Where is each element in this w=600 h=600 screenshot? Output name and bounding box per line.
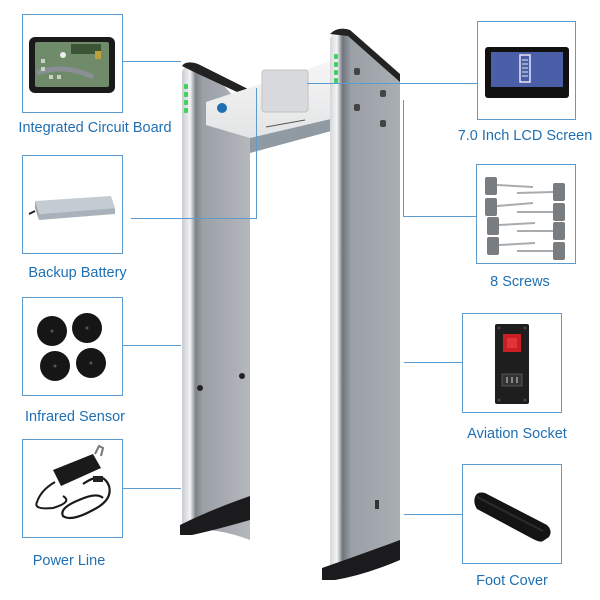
connector-line xyxy=(256,88,257,219)
foot-cover-label: Foot Cover xyxy=(476,573,548,589)
screws-label: 8 Screws xyxy=(490,274,550,290)
screws-card xyxy=(476,164,576,264)
aviation-socket-card xyxy=(462,313,562,413)
connector-line xyxy=(403,216,477,217)
aviation-socket-icon xyxy=(495,324,529,404)
power-adapter-icon xyxy=(35,444,111,520)
aviation-socket-label: Aviation Socket xyxy=(467,426,567,442)
circuit-board-card xyxy=(22,14,123,113)
power-line-label: Power Line xyxy=(32,553,106,569)
connector-line xyxy=(404,362,462,363)
connector-line xyxy=(403,100,404,216)
connector-line xyxy=(123,61,181,62)
connector-line xyxy=(123,488,181,489)
power-line-card xyxy=(22,439,123,538)
lcd-screen-icon xyxy=(485,47,569,98)
battery-icon xyxy=(28,196,115,220)
lcd-screen-card xyxy=(477,21,576,120)
infrared-sensor-card xyxy=(22,297,123,396)
circuit-board-label: Integrated Circuit Board xyxy=(18,120,172,136)
connector-line xyxy=(123,345,181,346)
metal-detector-gate xyxy=(170,20,400,590)
backup-battery-card xyxy=(22,155,123,254)
connector-line xyxy=(307,83,477,84)
circuit-board-icon xyxy=(29,37,115,93)
infrared-sensor-icon xyxy=(37,313,106,381)
infrared-sensor-label: Infrared Sensor xyxy=(25,409,125,425)
lcd-screen-label: 7.0 Inch LCD Screen xyxy=(457,128,593,144)
connector-line xyxy=(131,218,256,219)
walk-through-gate-icon xyxy=(180,28,400,580)
foot-cover-icon xyxy=(474,492,551,542)
foot-cover-card xyxy=(462,464,562,564)
backup-battery-label: Backup Battery xyxy=(28,265,127,281)
screws-icon xyxy=(485,177,565,260)
connector-line xyxy=(404,514,462,515)
